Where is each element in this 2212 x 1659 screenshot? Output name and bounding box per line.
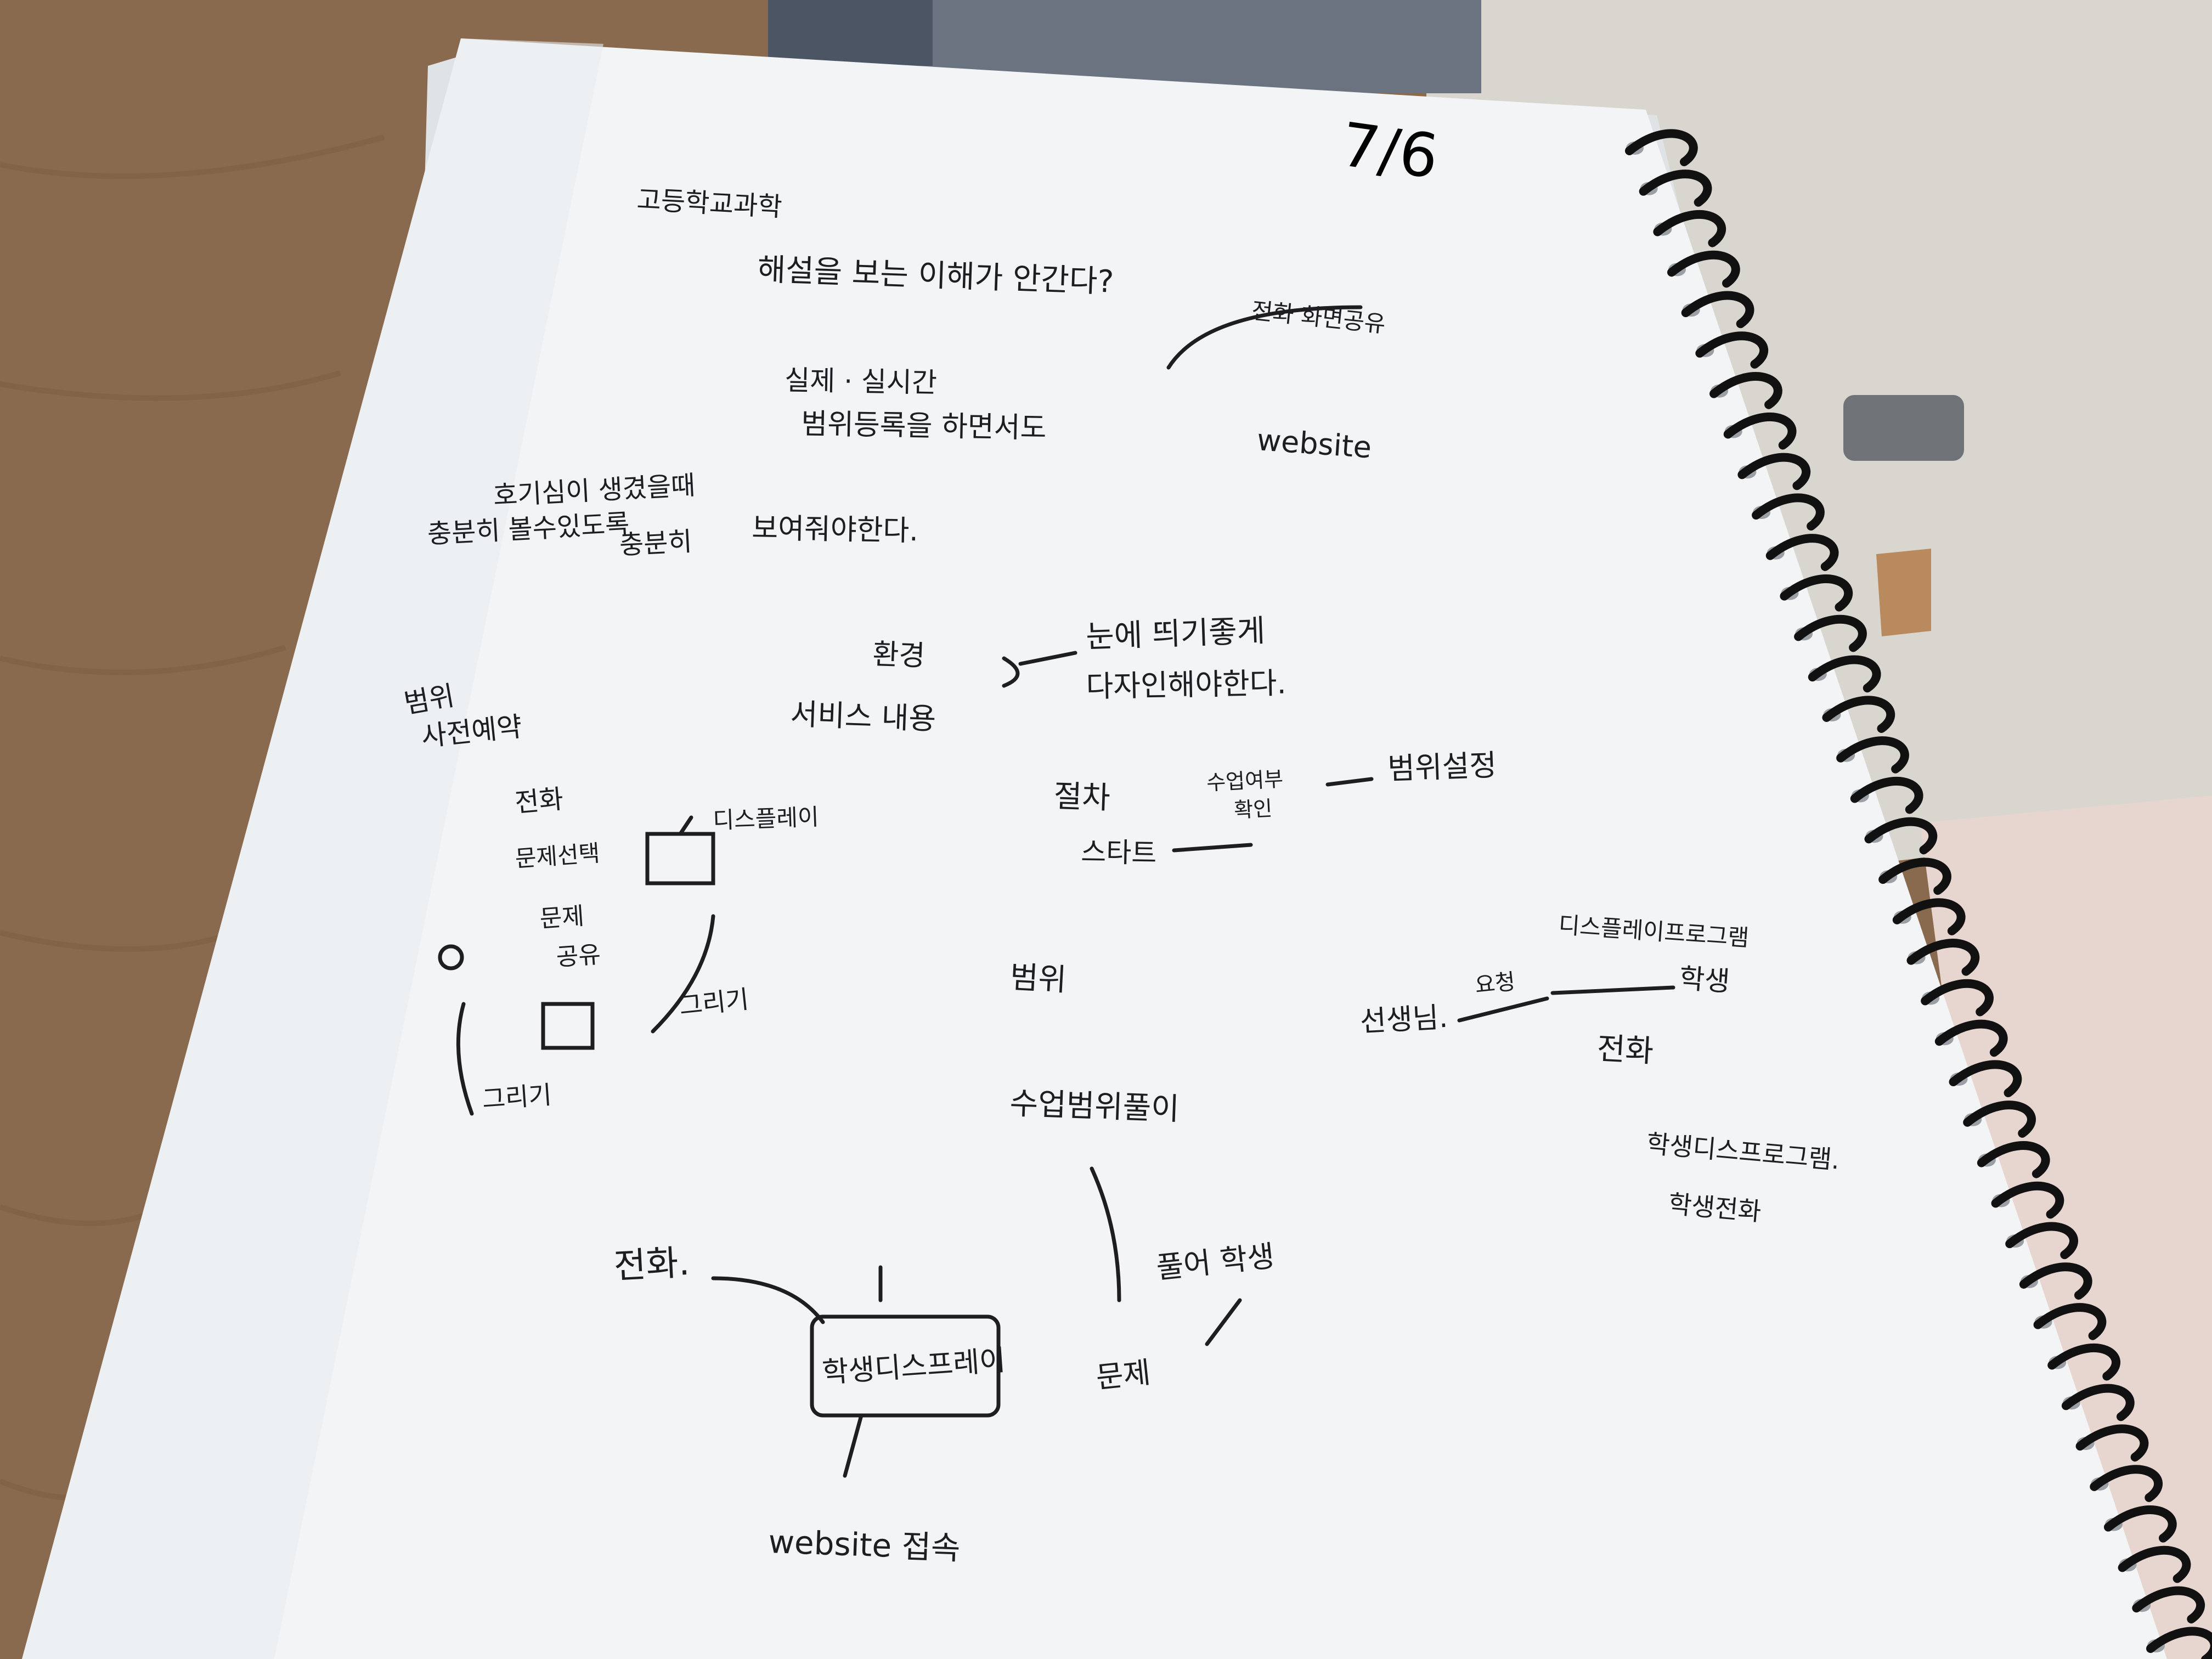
shelf-edge: [1876, 549, 1931, 636]
note-class-range: 수업범위풀이: [1009, 1086, 1180, 1127]
page-shading: [22, 38, 603, 1659]
cable-clip: [1843, 395, 1964, 461]
note-call-right: 전화: [1596, 1031, 1654, 1069]
spiral-coil: [1991, 1181, 2064, 1219]
spiral-coil: [1963, 1101, 2036, 1138]
arrow-student: [1550, 985, 1675, 995]
spiral-coil: [1850, 777, 1923, 814]
spiral-coil: [2019, 1262, 2092, 1300]
spiral-coil: [2132, 1586, 2205, 1624]
note-service: 서비스 내용: [790, 697, 937, 736]
page-date: 7/6: [1336, 109, 1442, 192]
spiral-coil: [1639, 170, 1712, 207]
spiral-coil: [2090, 1465, 2163, 1502]
spiral-coil: [1737, 453, 1811, 490]
note-procedure: 절차: [1053, 778, 1111, 816]
spiral-coil: [1836, 736, 1909, 774]
note-problem-bottom: 문제: [1094, 1355, 1152, 1395]
spiral-coil: [1780, 574, 1853, 612]
note-request: 요청: [1474, 969, 1516, 998]
spiral-coil: [1625, 129, 1698, 166]
arrow-check: [1325, 777, 1374, 787]
spiral-coil: [2103, 1505, 2177, 1543]
line-box-to-website: [843, 1413, 864, 1478]
note-call-bottom: 전화.: [613, 1243, 691, 1287]
spiral-coil: [1878, 857, 1951, 895]
spiral-coil: [2075, 1424, 2149, 1462]
note-call-left: 전화: [514, 783, 565, 818]
bracket-left: [456, 1002, 474, 1116]
arrow-teacher: [1457, 996, 1549, 1023]
notebook-page: [22, 38, 2167, 1659]
spiral-coil: [2146, 1627, 2212, 1659]
spiral-coil: [1934, 1019, 2008, 1057]
arrow-eye: [1002, 651, 1077, 688]
spiral-coil: [1667, 250, 1740, 288]
arrow-start: [1172, 843, 1253, 853]
spiral-coil: [1921, 979, 1994, 1017]
arrow-solve: [1205, 1298, 1242, 1346]
note-website-top: website: [1256, 422, 1373, 465]
monitor-base: [768, 0, 933, 66]
small-box: [541, 1002, 595, 1050]
note-teacher: 선생님.: [1359, 1001, 1449, 1039]
note-start: 스타트: [1081, 836, 1157, 869]
arrow-down-long: [1090, 1166, 1121, 1302]
spiral-coil: [1808, 655, 1881, 693]
note-problem-share-2: 공유: [555, 940, 601, 972]
arc-line-top: [1166, 305, 1363, 370]
spiral-coil: [1906, 939, 1980, 976]
note-check-1: 수업여부: [1206, 767, 1284, 795]
spiral-coil: [2047, 1344, 2120, 1381]
circle-mark: [438, 944, 464, 970]
display-pointer: [678, 815, 693, 836]
spiral-coil: [1653, 210, 1726, 247]
spiral-coil: [1681, 291, 1754, 329]
note-curious-3: 충분히: [619, 526, 693, 561]
note-env: 환경: [872, 638, 926, 673]
note-draw-left: 그리기: [481, 1080, 552, 1114]
spiral-coil: [2061, 1384, 2135, 1421]
note-student: 학생: [1678, 962, 1731, 997]
spiral-coil: [1723, 413, 1797, 450]
spiral-coil: [1822, 696, 1895, 733]
note-heading: 고등학교과학: [636, 184, 783, 223]
spiral-coil: [2118, 1545, 2191, 1583]
spiral-coil: [1864, 817, 1938, 855]
note-question-select: 문제선택: [514, 839, 601, 872]
note-eye-2: 다자인해야한다.: [1086, 666, 1286, 704]
note-realtime-1: 실제 · 실시간: [785, 364, 938, 399]
note-draw-right: 그리기: [678, 984, 751, 1021]
spiral-coil: [1949, 1060, 2022, 1098]
spiral-coil: [2033, 1303, 2107, 1340]
note-show: 보여줘야한다.: [752, 512, 919, 548]
note-problem-share-1: 문제: [539, 902, 585, 933]
note-range-set: 범위설정: [1387, 748, 1497, 786]
note-check-2: 확인: [1233, 796, 1273, 822]
note-range-mid: 범위: [1009, 960, 1067, 998]
spiral-coil: [1977, 1141, 2050, 1178]
note-eye-1: 눈에 띄기좋게: [1085, 613, 1266, 655]
note-display: 디스플레이: [713, 803, 820, 834]
spiral-coil: [1695, 331, 1769, 369]
draw-arrow: [651, 914, 715, 1034]
spiral-coil: [1892, 898, 1966, 935]
spiral-coil: [1752, 493, 1825, 531]
student-display-box: [810, 1314, 1001, 1418]
sketch-lines: [438, 305, 1675, 1478]
spiral-coil: [2005, 1222, 2078, 1260]
line-call-to-box: [711, 1276, 825, 1324]
note-realtime-2: 범위등록을 하면서도: [801, 408, 1047, 445]
spiral-coil: [1709, 372, 1782, 409]
note-website-access: website 접속: [768, 1523, 961, 1567]
spiral-coil: [1794, 614, 1867, 652]
spiral-binding: [1625, 129, 2212, 1659]
spiral-coil: [1765, 534, 1839, 571]
